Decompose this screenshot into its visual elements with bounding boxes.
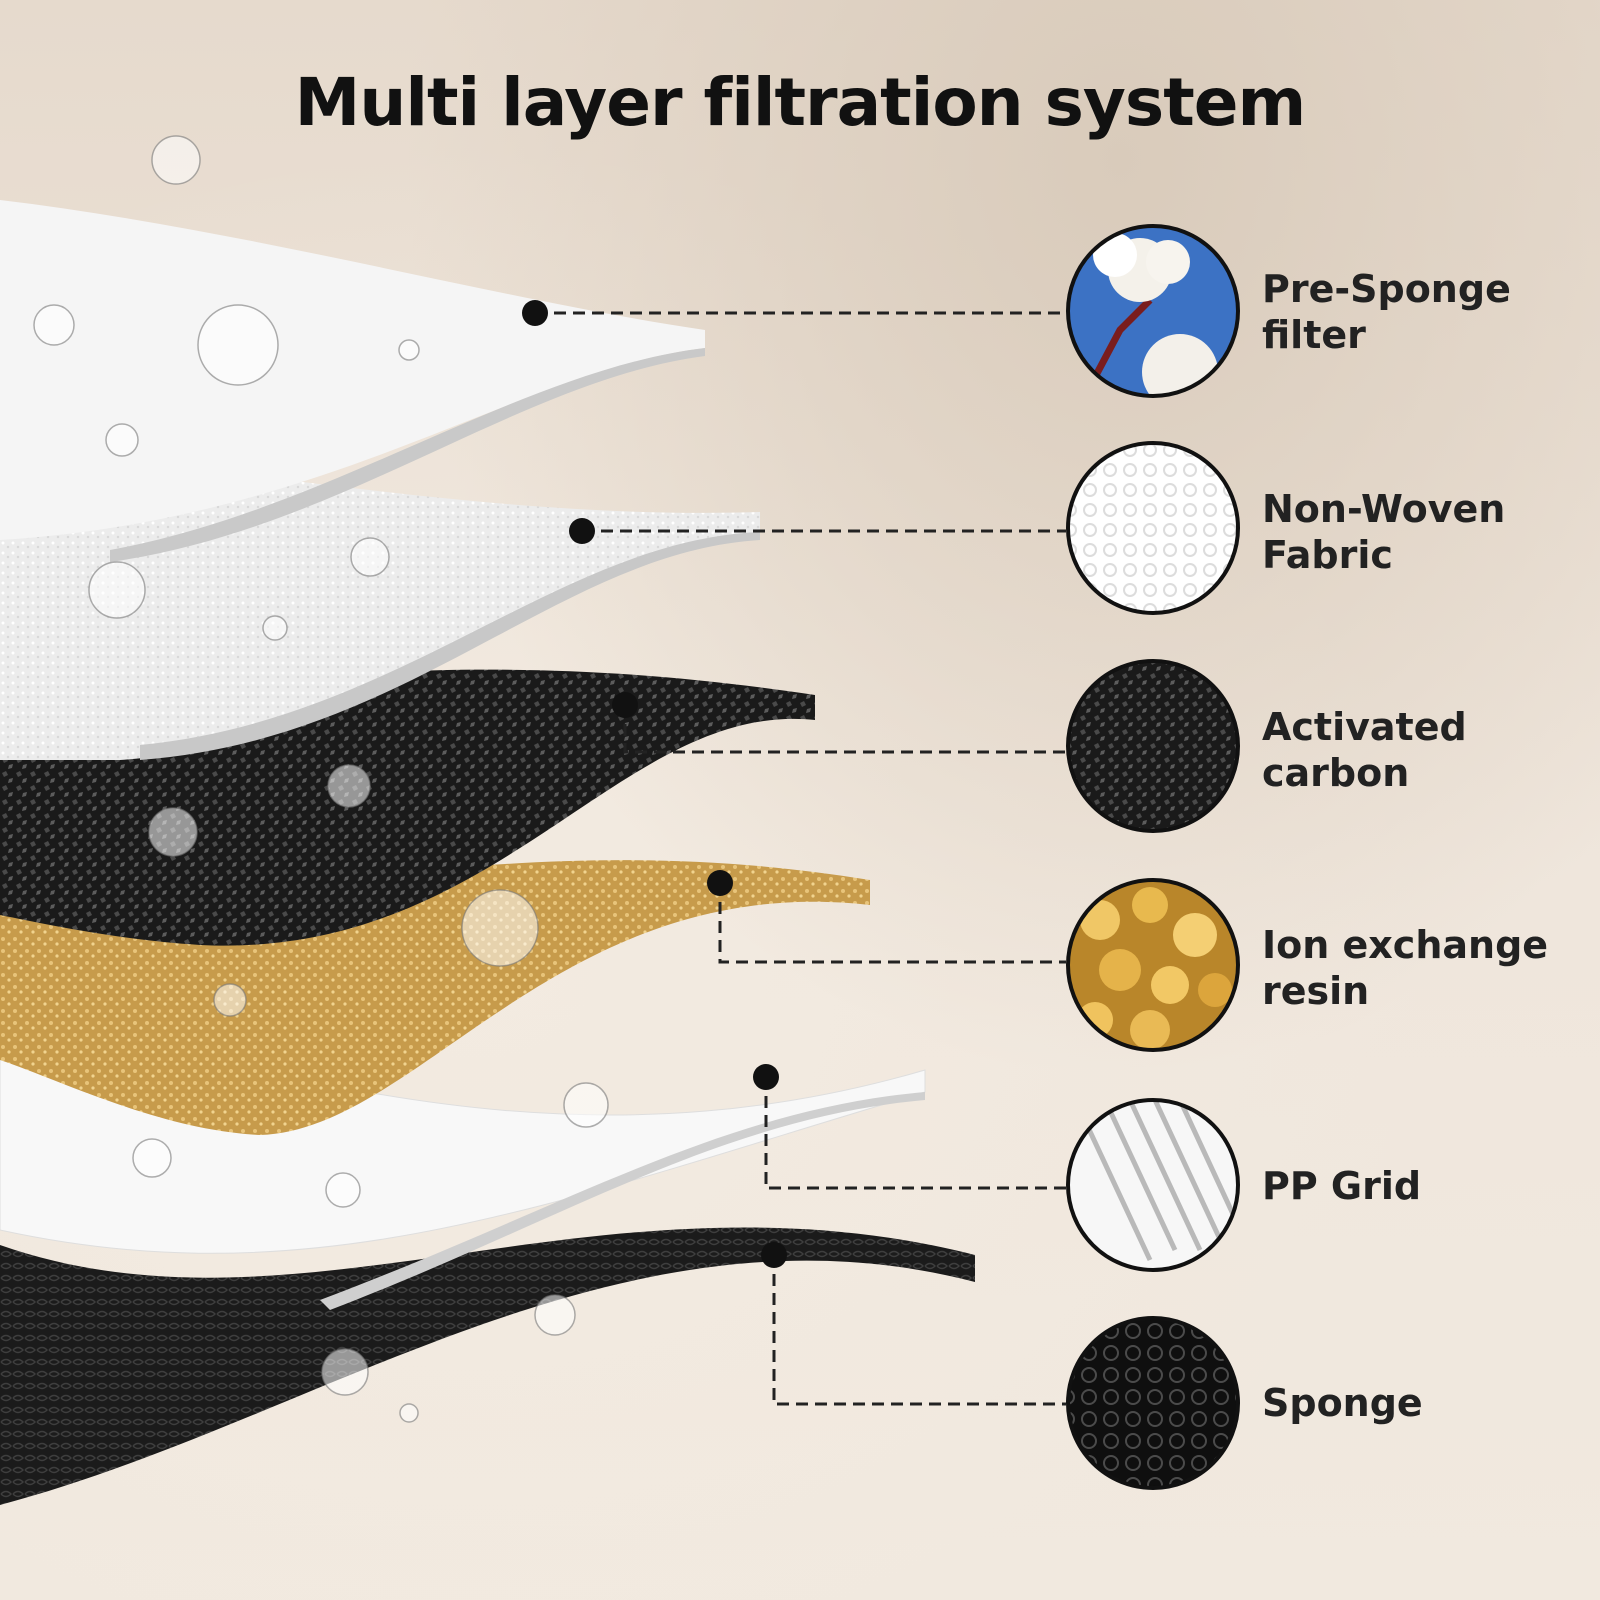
label-line: Ion exchange: [1262, 923, 1549, 967]
black-sponge-icon: [1066, 1316, 1240, 1490]
label-activated-carbon: Activated carbon: [1262, 704, 1467, 796]
leader-lines: [535, 311, 1066, 1406]
page-title: Multi layer filtration system: [294, 64, 1307, 141]
cotton-icon: [1066, 224, 1240, 398]
label-pre-sponge-filter: Pre-Sponge filter: [1262, 266, 1511, 358]
label-line: resin: [1262, 969, 1370, 1013]
label-line: Activated: [1262, 705, 1467, 749]
label-line: Non-Woven: [1262, 487, 1506, 531]
label-line: filter: [1262, 313, 1366, 357]
sponge-layer: [0, 1227, 975, 1505]
pp-grid-icon: [1066, 1098, 1240, 1272]
carbon-icon: [1066, 659, 1240, 833]
pp-grid-edge: [320, 1092, 925, 1310]
pre-sponge-filter-edge: [110, 348, 705, 562]
label-sponge: Sponge: [1262, 1380, 1423, 1426]
resin-icon: [1066, 878, 1240, 1052]
white-foam-icon: [1066, 441, 1240, 615]
label-line: Fabric: [1262, 533, 1393, 577]
label-line: PP Grid: [1262, 1164, 1422, 1208]
non-woven-fabric-layer: [0, 445, 760, 760]
non-woven-fabric-edge: [140, 532, 760, 760]
label-non-woven-fabric: Non-Woven Fabric: [1262, 486, 1505, 578]
label-line: Sponge: [1262, 1381, 1423, 1425]
water-droplets: [33, 135, 609, 1423]
pre-sponge-filter-layer: [0, 200, 705, 540]
label-line: carbon: [1262, 751, 1410, 795]
leader-dots: [522, 300, 787, 1268]
label-pp-grid: PP Grid: [1262, 1163, 1421, 1209]
label-ion-exchange-resin: Ion exchange resin: [1262, 922, 1548, 1014]
label-line: Pre-Sponge: [1262, 267, 1511, 311]
